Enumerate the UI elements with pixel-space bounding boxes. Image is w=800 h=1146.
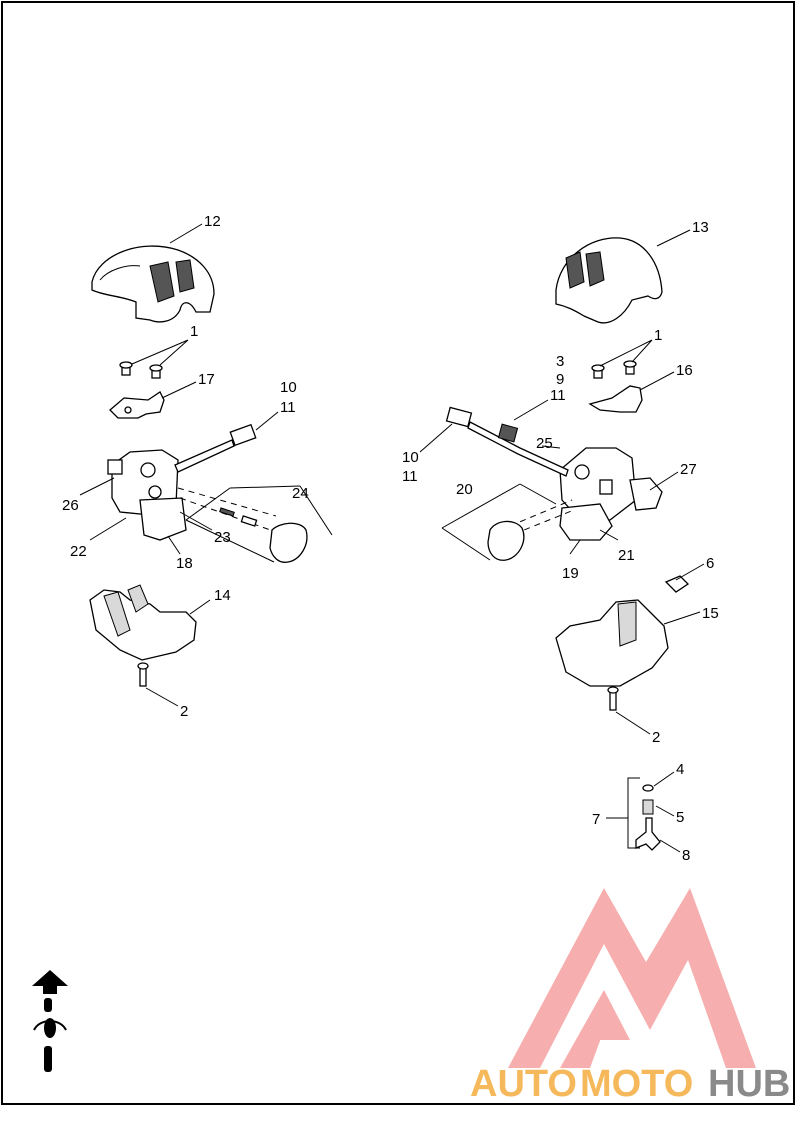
switch-body-left: [107, 423, 333, 563]
callout-9: 9: [556, 371, 564, 388]
callout-23: 23: [214, 529, 231, 546]
watermark-moto: MOTO: [580, 1063, 693, 1105]
upper-switch-housing-right: [555, 237, 663, 324]
callout-11-right-top: 11: [550, 387, 566, 404]
callout-1-right: 1: [654, 327, 662, 344]
callout-22: 22: [70, 543, 87, 560]
watermark-auto: AUTO: [470, 1063, 577, 1105]
watermark-hub: HUB: [708, 1063, 790, 1105]
callout-1-left: 1: [190, 323, 198, 340]
forward-arrow-icon: [32, 970, 68, 994]
callout-12: 12: [204, 213, 221, 230]
callout-26: 26: [62, 497, 79, 514]
switch-body-right: [441, 406, 663, 561]
upper-switch-housing-left: [91, 245, 215, 323]
callout-2-right: 2: [652, 729, 660, 746]
bracket-left: [109, 391, 165, 419]
lower-switch-housing-right: [555, 599, 669, 711]
callout-10-right: 10: [402, 449, 419, 466]
watermark-text: AUTO MOTO HUB: [470, 1063, 790, 1105]
spring-kit: [606, 777, 661, 851]
callout-19: 19: [562, 565, 579, 582]
callout-14: 14: [214, 587, 231, 604]
callout-21: 21: [618, 547, 635, 564]
callout-8: 8: [682, 847, 690, 864]
callout-3: 3: [556, 353, 564, 370]
callout-25: 25: [536, 435, 553, 452]
callout-10-left: 10: [280, 379, 297, 396]
callout-27: 27: [680, 461, 697, 478]
callout-24: 24: [292, 485, 309, 502]
callout-4: 4: [676, 761, 684, 778]
callout-numbers: 12 13 1 1 17 16 10 11 3 9 11 10 11 25 27…: [62, 213, 719, 864]
callout-11-right: 11: [402, 468, 418, 485]
callout-13: 13: [692, 219, 709, 236]
callout-5: 5: [676, 809, 684, 826]
screws-right: [591, 360, 637, 379]
callout-16: 16: [676, 362, 693, 379]
watermark-logo-icon: [508, 888, 756, 1068]
callout-11-left: 11: [280, 399, 296, 416]
spring-clip: [664, 575, 690, 593]
callout-6: 6: [706, 555, 714, 572]
callout-20: 20: [456, 481, 473, 498]
callout-7: 7: [592, 811, 600, 828]
callout-18: 18: [176, 555, 193, 572]
bracket-right: [588, 385, 643, 413]
motorcycle-top-view-icon: [33, 998, 67, 1072]
callout-17: 17: [198, 371, 215, 388]
diagram-frame: [1, 1, 795, 1105]
callout-15: 15: [702, 605, 719, 622]
lower-switch-housing-left: [89, 584, 197, 687]
screws-left: [119, 361, 163, 379]
callout-2-left: 2: [180, 703, 188, 720]
callout-leaders: [79, 223, 705, 853]
